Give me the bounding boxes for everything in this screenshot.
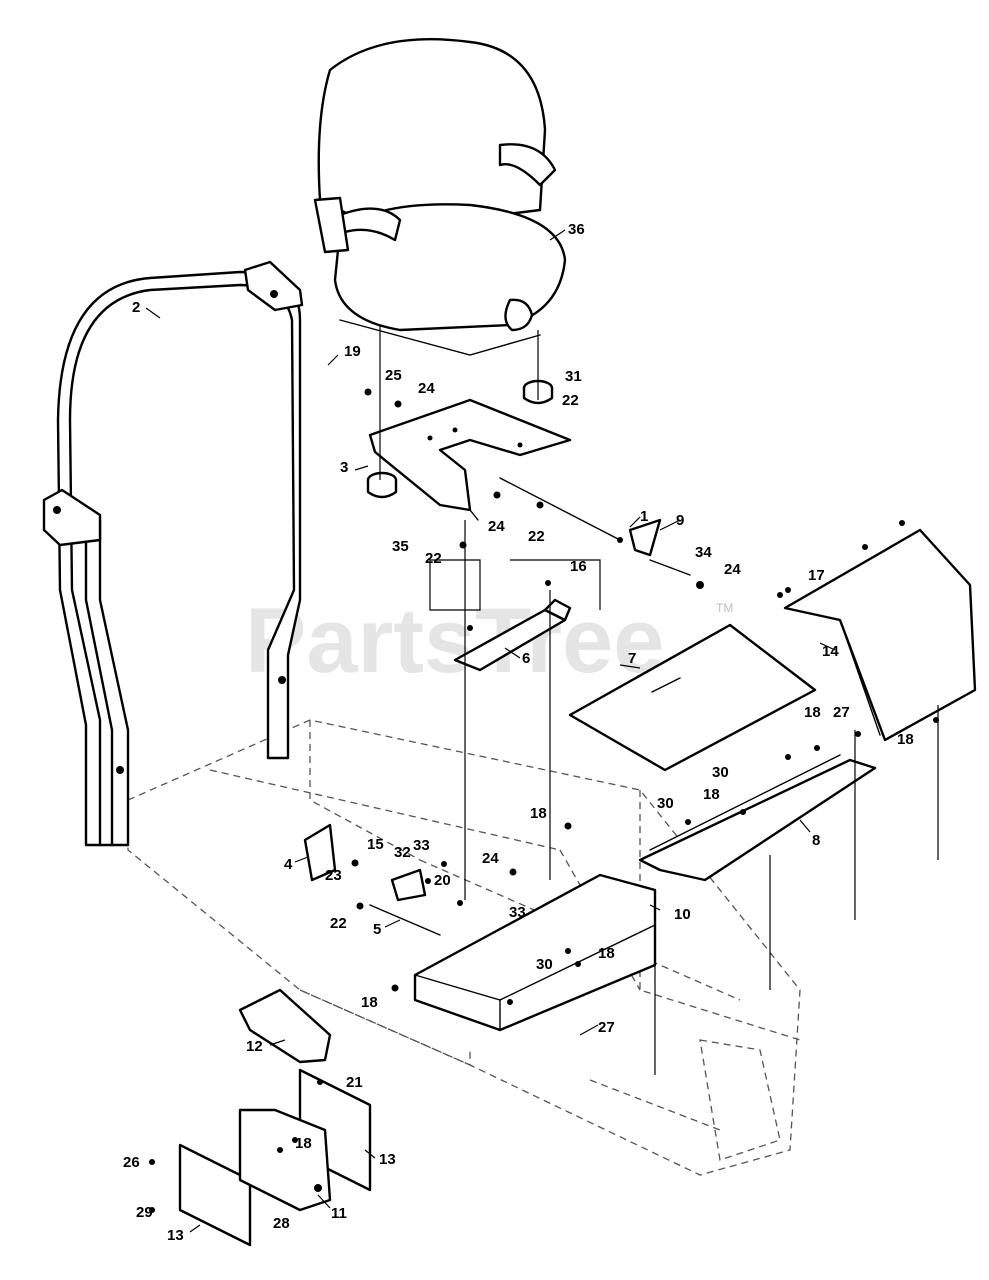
- callout-33-a: 33: [413, 837, 430, 854]
- callout-29: 29: [136, 1204, 153, 1221]
- callout-30-b: 30: [657, 795, 674, 812]
- seat-assembly: [313, 38, 567, 356]
- callout-18-g: 18: [295, 1135, 312, 1152]
- callout-24-c: 24: [724, 561, 741, 578]
- callout-leaders: [145, 229, 836, 1233]
- callout-22-b: 22: [528, 528, 545, 545]
- callout-13-a: 13: [379, 1151, 396, 1168]
- callout-4: 4: [284, 856, 293, 873]
- callout-24-b: 24: [488, 518, 505, 535]
- callout-23: 23: [325, 867, 342, 884]
- callout-17: 17: [808, 567, 825, 584]
- callout-18-b: 18: [897, 731, 914, 748]
- seat-adjust-linkage: [499, 477, 704, 589]
- watermark-trademark: TM: [716, 601, 733, 615]
- callout-18-a: 18: [804, 704, 821, 721]
- callout-5: 5: [373, 921, 381, 938]
- callout-18-f: 18: [361, 994, 378, 1011]
- callout-1: 1: [640, 508, 648, 525]
- seat-plate: [368, 398, 572, 521]
- lower-brackets: [303, 823, 441, 936]
- assembly-lines: [379, 325, 939, 1075]
- side-cover: [783, 528, 977, 742]
- callout-18-e: 18: [598, 945, 615, 962]
- callout-13-b: 13: [167, 1227, 184, 1244]
- callout-21: 21: [346, 1074, 363, 1091]
- callout-26: 26: [123, 1154, 140, 1171]
- callout-35: 35: [392, 538, 409, 555]
- callout-3: 3: [340, 459, 348, 476]
- callout-9: 9: [676, 512, 684, 529]
- callout-24-d: 24: [482, 850, 499, 867]
- callout-30-c: 30: [536, 956, 553, 973]
- callout-8: 8: [812, 832, 820, 849]
- callout-27-b: 27: [598, 1019, 615, 1036]
- callout-11: 11: [331, 1205, 347, 1222]
- callout-31: 31: [565, 368, 582, 385]
- callout-27-a: 27: [833, 704, 850, 721]
- callout-labels: 2 36 19 25 24 31 22 3 24 22 35 22 1 9 34…: [123, 221, 914, 1244]
- callout-6: 6: [522, 650, 530, 667]
- floor-plate: [568, 623, 817, 772]
- callout-2: 2: [132, 299, 140, 316]
- callout-28: 28: [273, 1215, 290, 1232]
- seat-bracket: [453, 580, 572, 672]
- roll-bar: [42, 260, 304, 847]
- callout-7: 7: [628, 650, 636, 667]
- callout-22-c: 22: [425, 550, 442, 567]
- callout-12: 12: [246, 1038, 263, 1055]
- callout-30-a: 30: [712, 764, 729, 781]
- fender-housing: [413, 873, 657, 1032]
- callout-32: 32: [394, 844, 411, 861]
- callout-24-a: 24: [418, 380, 435, 397]
- callout-20: 20: [434, 872, 451, 889]
- callout-36: 36: [568, 221, 585, 238]
- callout-10: 10: [674, 906, 691, 923]
- callout-22-d: 22: [330, 915, 347, 932]
- callout-18-d: 18: [530, 805, 547, 822]
- callout-33-b: 33: [509, 904, 526, 921]
- hardware: [149, 388, 939, 1213]
- callout-25: 25: [385, 367, 402, 384]
- callout-14: 14: [822, 643, 839, 660]
- hitch-bracket-assembly: [178, 988, 372, 1247]
- callout-16: 16: [570, 558, 587, 575]
- callout-22-a: 22: [562, 392, 579, 409]
- callout-18-c: 18: [703, 786, 720, 803]
- callout-15: 15: [367, 836, 384, 853]
- callout-19: 19: [344, 343, 361, 360]
- watermark-text: PartsTree: [245, 590, 664, 692]
- callout-34: 34: [695, 544, 712, 561]
- mounting-channel: [638, 754, 877, 882]
